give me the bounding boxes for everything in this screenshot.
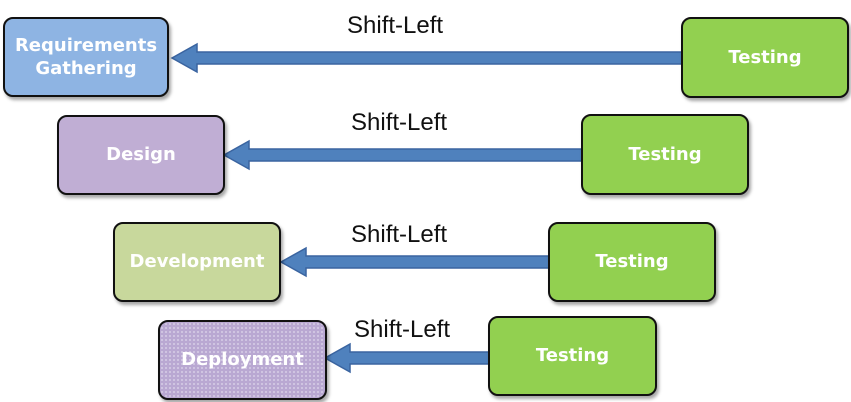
phase-box-deployment: Deployment <box>158 320 327 400</box>
testing-box-3: Testing <box>548 222 716 302</box>
phase-box-design: Design <box>57 115 225 195</box>
phase-label: Requirements Gathering <box>15 34 157 81</box>
shift-left-arrow-1 <box>170 42 685 74</box>
shift-left-arrow-4 <box>323 342 491 374</box>
testing-label: Testing <box>535 345 610 367</box>
testing-box-1: Testing <box>681 17 849 98</box>
phase-label: Deployment <box>181 349 304 371</box>
phase-box-requirements-gathering: Requirements Gathering <box>3 17 169 97</box>
phase-label-line-1: Requirements <box>14 34 158 56</box>
shift-left-arrow-3 <box>279 246 551 278</box>
shift-left-label-4: Shift-Left <box>354 316 451 343</box>
shift-left-label-2: Shift-Left <box>351 109 448 136</box>
testing-label: Testing <box>728 46 802 68</box>
phase-label-line-2: Gathering <box>35 58 137 79</box>
testing-box-2: Testing <box>581 114 749 195</box>
testing-label: Testing <box>628 143 702 165</box>
testing-label: Testing <box>595 251 669 273</box>
shift-left-label-3: Shift-Left <box>351 221 448 248</box>
testing-box-4: Testing <box>488 316 657 396</box>
shift-left-arrow-2 <box>222 139 585 171</box>
phase-box-development: Development <box>113 222 281 302</box>
shift-left-label-1: Shift-Left <box>347 12 444 39</box>
phase-label: Development <box>129 251 265 273</box>
phase-label: Design <box>106 144 176 166</box>
